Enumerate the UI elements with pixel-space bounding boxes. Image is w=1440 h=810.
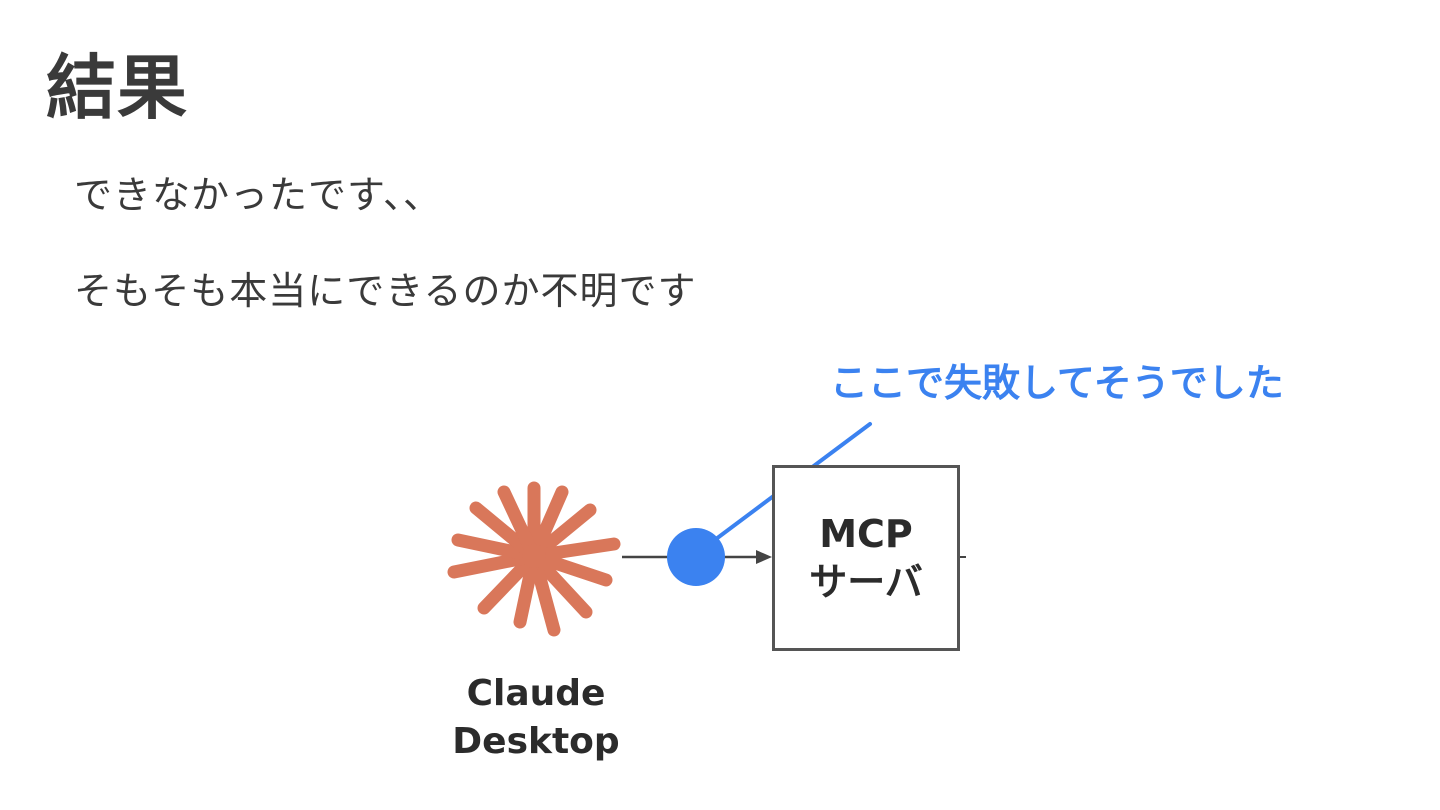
callout-text: ここで失敗してそうでした: [830, 361, 1284, 405]
claude-desktop-label-line1: Claude: [466, 673, 606, 714]
body-text-line-2: そもそも本当にできるのか不明です: [74, 269, 697, 313]
slide-title: 結果: [46, 47, 188, 129]
claude-desktop-label: Claude Desktop: [436, 670, 636, 766]
failure-point-dot: [667, 528, 725, 586]
claude-starburst-icon: [447, 481, 621, 637]
mcp-server-node: MCP サーバ: [772, 465, 960, 651]
body-text-line-1: できなかったです、、: [74, 173, 442, 217]
mcp-server-label-line2: サーバ: [809, 560, 923, 604]
mcp-server-label-line1: MCP: [819, 512, 913, 556]
claude-desktop-label-line2: Desktop: [452, 721, 620, 762]
